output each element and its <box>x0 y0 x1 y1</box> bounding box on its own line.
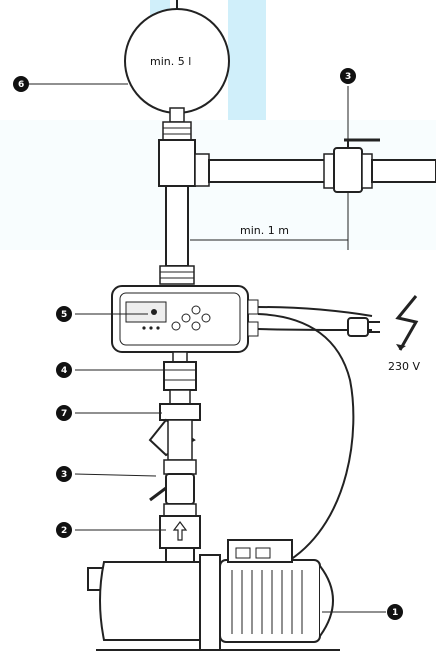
svg-text:1: 1 <box>392 608 398 618</box>
svg-text:4: 4 <box>61 366 67 376</box>
callout-3-bottom: 3 <box>56 466 72 482</box>
motor-fins <box>231 570 303 634</box>
tank-volume-label: min. 5 l <box>150 55 191 68</box>
callout-3-top: 3 <box>340 68 356 84</box>
svg-text:3: 3 <box>61 470 67 480</box>
svg-text:6: 6 <box>18 80 24 90</box>
svg-text:3: 3 <box>345 72 351 82</box>
callout-1: 1 <box>387 604 403 620</box>
power-cable <box>257 306 373 561</box>
callout-2: 2 <box>56 522 72 538</box>
svg-text:7: 7 <box>61 409 67 419</box>
lightning-bolt-icon <box>395 295 419 351</box>
callout-6: 6 <box>13 76 29 92</box>
svg-text:5: 5 <box>61 310 67 320</box>
svg-text:2: 2 <box>61 526 67 536</box>
callout-leaders <box>21 83 386 613</box>
pressure-controller <box>111 285 259 353</box>
suction-assembly <box>148 351 201 571</box>
outlet-pipe: min. 1 m <box>190 138 436 250</box>
callout-7: 7 <box>56 405 72 421</box>
voltage-label: 230 V <box>388 360 420 373</box>
pressure-tank: min. 5 l <box>124 0 230 123</box>
callout-4: 4 <box>56 362 72 378</box>
pump-unit <box>87 539 340 651</box>
plug-icon <box>347 317 380 337</box>
callout-5: 5 <box>56 306 72 322</box>
pipe-distance-label: min. 1 m <box>240 224 289 237</box>
riser-pipe <box>158 121 196 285</box>
